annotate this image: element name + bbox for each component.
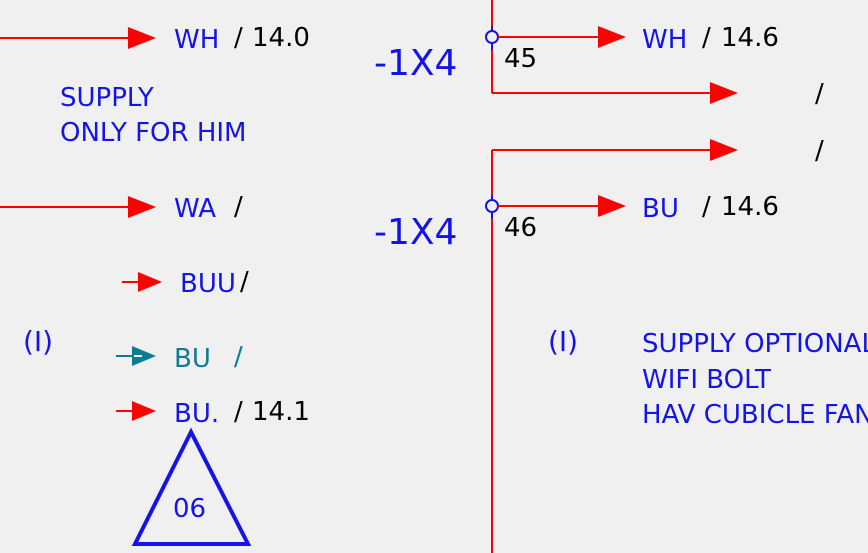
signal-label-buu: BUU: [180, 269, 236, 299]
triangle-symbol[interactable]: [131, 427, 252, 546]
wire-right-branch-1[interactable]: [492, 82, 738, 104]
triangle-label: 06: [173, 494, 207, 524]
wire-left-wh[interactable]: [0, 27, 156, 49]
signal-label-bu-teal: BU: [174, 344, 211, 374]
arrow-left-bu-teal[interactable]: [116, 346, 156, 366]
note-line-2: ONLY FOR HIM: [60, 118, 247, 148]
terminal-45-symbol[interactable]: [485, 26, 499, 50]
signal-label-bu-right: BU: [642, 194, 679, 224]
cross-ref-14-1[interactable]: 14.1: [252, 397, 310, 427]
signal-slash-bu-right: /: [702, 192, 711, 222]
wire-right-wh[interactable]: [498, 26, 626, 48]
terminal-46-symbol[interactable]: [485, 195, 499, 219]
signal-label-wh: WH: [174, 25, 220, 55]
connector-label-1[interactable]: -1X4: [374, 43, 458, 84]
signal-slash-buu: /: [240, 267, 249, 297]
signal-slash-bu-dot: /: [234, 397, 243, 427]
marker-right: (I): [548, 325, 579, 358]
wire-right-bu[interactable]: [498, 195, 626, 217]
signal-label-wa: WA: [174, 194, 217, 224]
cross-ref-14-6-a[interactable]: 14.6: [721, 23, 779, 53]
wire-right-branch-2[interactable]: [492, 139, 738, 161]
signal-slash-branch-1: /: [815, 79, 824, 109]
connector-label-2[interactable]: -1X4: [374, 212, 458, 253]
note-line-1: SUPPLY: [60, 83, 154, 113]
terminal-number-46: 46: [504, 213, 538, 243]
wire-left-wa[interactable]: [0, 196, 156, 218]
note-right-line-3: HAV CUBICLE FAN: [642, 400, 868, 430]
signal-label-wh-right: WH: [642, 25, 688, 55]
signal-slash-bu-teal: /: [234, 342, 243, 372]
signal-slash-wh-right: /: [702, 23, 711, 53]
signal-slash-wa: /: [234, 192, 243, 222]
arrow-left-buu[interactable]: [122, 272, 162, 292]
terminal-number-45: 45: [504, 44, 538, 74]
signal-slash-wh: /: [234, 23, 243, 53]
marker-left: (I): [23, 325, 54, 358]
cross-ref-14-0[interactable]: 14.0: [252, 23, 310, 53]
note-right-line-1: SUPPLY OPTIONAL: [642, 329, 868, 359]
note-right-line-2: WIFI BOLT: [642, 365, 771, 395]
signal-slash-branch-2: /: [815, 136, 824, 166]
arrow-left-bu-dot[interactable]: [116, 401, 156, 421]
cross-ref-14-6-b[interactable]: 14.6: [721, 192, 779, 222]
signal-label-bu-dot: BU.: [174, 399, 220, 429]
